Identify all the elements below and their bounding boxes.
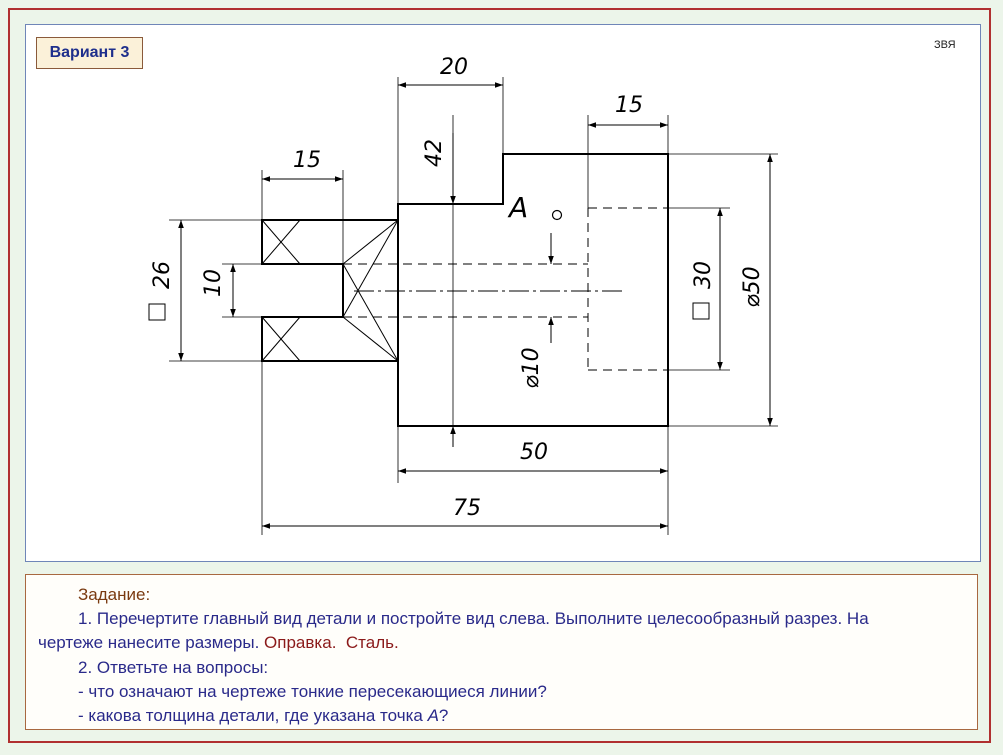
dim-30: 30: [691, 261, 716, 289]
task-heading-colon: :: [145, 585, 151, 604]
dim-42: 42: [422, 139, 447, 167]
task-question-2-prefix: - какова толщина детали, где указана точ…: [78, 706, 428, 725]
dimension-lines: [178, 82, 773, 529]
extension-lines: [169, 77, 778, 535]
task-question-2-suffix: ?: [438, 706, 449, 725]
dimension-texts: 20 15 15 50 75 42 26 10 30 ⌀50 ⌀10: [150, 55, 765, 521]
point-a-label: A: [507, 191, 528, 224]
dim-10-dia: ⌀10: [519, 347, 544, 388]
task-panel: Задание: 1. Перечертите главный вид дета…: [25, 574, 978, 730]
task-question-2: - какова толщина детали, где указана точ…: [78, 704, 448, 729]
dim-50-dia: ⌀50: [740, 266, 765, 307]
task-item-1: 1. Перечертите главный вид детали и пост…: [78, 609, 869, 628]
square-symbol-30: [692, 302, 710, 320]
dim-15-top: 15: [615, 93, 643, 118]
variant-badge: Вариант 3: [36, 37, 143, 69]
task-question-1: - что означают на чертеже тонкие пересек…: [78, 682, 547, 701]
hidden-lines: [343, 207, 668, 371]
outer-frame: [8, 8, 991, 743]
task-item-1-cont: чертеже нанесите размеры.: [38, 633, 260, 652]
task-item-1-cont-line: чертеже нанесите размеры. Оправка. Сталь…: [38, 631, 399, 656]
dim-50: 50: [520, 440, 548, 465]
square-symbol-26: [148, 303, 166, 321]
task-item-2: 2. Ответьте на вопросы:: [78, 658, 269, 677]
task-tag-opravka: Оправка: [264, 633, 332, 652]
task-heading-line: Задание:: [78, 583, 150, 608]
task-heading: Задание: [78, 585, 146, 604]
task-tag-opravka-punct: .: [331, 633, 337, 652]
left-prong-outline: [261, 219, 398, 362]
dim-26: 26: [150, 261, 175, 289]
part-outline: [261, 153, 669, 427]
author-mark: ЗВЯ: [934, 39, 956, 51]
technical-drawing: A 20 15 15 50 75 42 26 10 30 ⌀50 ⌀10: [148, 55, 778, 535]
point-a-marker: [551, 209, 563, 221]
dim-10: 10: [201, 269, 226, 297]
task-tag-stal-punct: .: [393, 633, 399, 652]
dim-15-left: 15: [293, 148, 321, 173]
dim-20: 20: [440, 55, 468, 80]
flat-crossing-lines: [261, 219, 399, 362]
task-tag-stal: Сталь: [345, 633, 394, 652]
dim-75: 75: [453, 496, 481, 521]
drawing-panel: A 20 15 15 50 75 42 26 10 30 ⌀50 ⌀10: [25, 24, 981, 562]
task-question-2-point: А: [427, 706, 439, 725]
